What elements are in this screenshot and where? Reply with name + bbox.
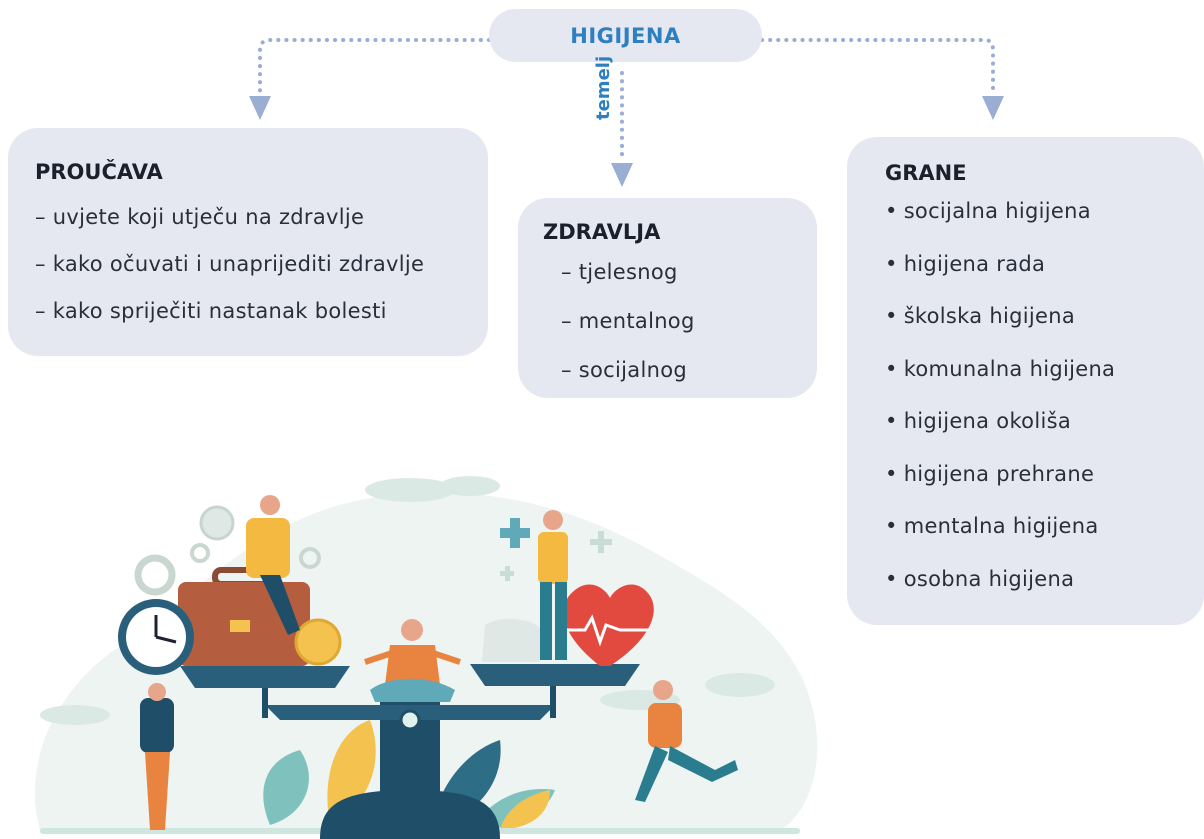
- arrow-center-icon: [611, 163, 633, 187]
- running-man-figure: [635, 680, 738, 802]
- grane-item: higijena rada: [885, 238, 1204, 291]
- proucava-item: – uvjete koji utječu na zdravlje: [35, 205, 365, 229]
- zdravlja-title: ZDRAVLJA: [543, 220, 661, 244]
- woman-with-cross-figure: [500, 510, 568, 660]
- coin-icon: [294, 618, 342, 666]
- dollar-coin-icon: [199, 505, 235, 541]
- temelj-label: temelj: [593, 55, 614, 120]
- gear-icon: [299, 547, 321, 569]
- grane-item: školska higijena: [885, 290, 1204, 343]
- woman-with-clock-figure: [140, 683, 174, 830]
- zdravlja-box: ZDRAVLJA – tjelesnog – mentalnog – socij…: [518, 198, 817, 398]
- zdravlja-item: – socijalnog: [561, 358, 687, 382]
- arrow-right-icon: [982, 96, 1004, 120]
- proucava-title: PROUČAVA: [35, 160, 163, 184]
- clock-icon: [118, 599, 194, 675]
- gear-icon: [134, 554, 176, 596]
- scale-base: [320, 790, 500, 839]
- proucava-item: – kako očuvati i unaprijediti zdravlje: [35, 252, 425, 276]
- scale-pivot: [399, 709, 421, 731]
- zdravlja-item: – mentalnog: [561, 309, 695, 333]
- gear-icon: [190, 543, 210, 563]
- left-pan: [180, 666, 350, 688]
- plus-decor-icon: [500, 531, 612, 581]
- right-pan: [470, 664, 640, 686]
- proucava-box: PROUČAVA – uvjete koji utječu na zdravlj…: [8, 128, 488, 356]
- grane-box: GRANE socijalna higijena higijena rada š…: [847, 137, 1204, 625]
- grane-item: higijena prehrane: [885, 448, 1204, 501]
- grane-item: komunalna higijena: [885, 343, 1204, 396]
- arrow-left-icon: [249, 96, 271, 120]
- grane-item: osobna higijena: [885, 553, 1204, 606]
- root-node-higijena: HIGIJENA: [489, 9, 762, 62]
- grane-item: mentalna higijena: [885, 500, 1204, 553]
- grane-item: socijalna higijena: [885, 185, 1204, 238]
- balance-scale-illustration: [34, 476, 818, 839]
- zdravlja-item: – tjelesnog: [561, 260, 678, 284]
- businessman-figure: [246, 495, 300, 635]
- pillow-icon: [482, 618, 540, 662]
- meditating-person-figure: [364, 619, 461, 702]
- heart-icon: [563, 584, 654, 666]
- root-label: HIGIJENA: [570, 23, 681, 48]
- grane-item: higijena okoliša: [885, 395, 1204, 448]
- proucava-item: – kako spriječiti nastanak bolesti: [35, 299, 387, 323]
- grane-title: GRANE: [885, 161, 967, 185]
